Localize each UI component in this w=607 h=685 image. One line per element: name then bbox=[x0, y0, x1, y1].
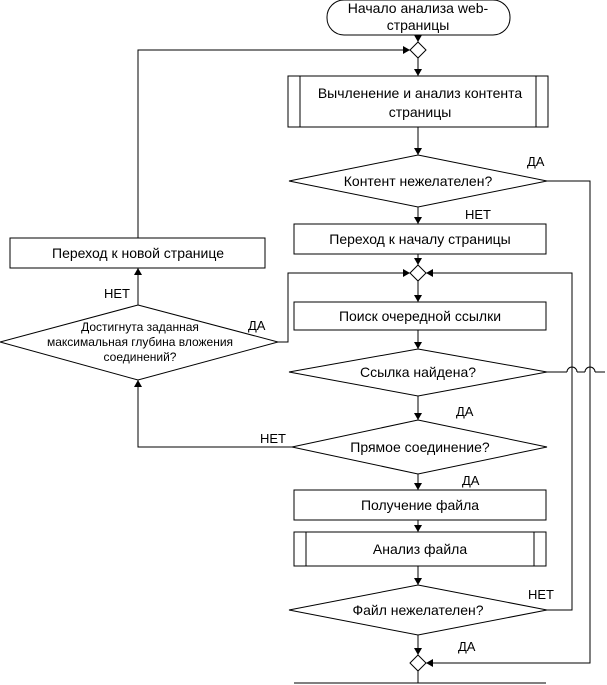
start-label-line1: Начало анализа web- bbox=[348, 0, 489, 16]
max-depth-label-line2: максимальная глубина вложения bbox=[47, 335, 233, 349]
content-unwanted-no-label: НЕТ bbox=[465, 207, 491, 222]
merge-node-middle bbox=[409, 264, 427, 282]
extract-content-process: Вычленение и анализ контента страницы bbox=[287, 75, 549, 128]
file-unwanted-no-label: НЕТ bbox=[528, 587, 554, 602]
arrowheads bbox=[134, 35, 433, 667]
content-unwanted-yes-label: ДА bbox=[527, 154, 545, 169]
extract-label-line2: страницы bbox=[389, 104, 452, 120]
file-unwanted-yes-label: ДА bbox=[458, 639, 476, 654]
max-depth-label-line1: Достигнута заданная bbox=[81, 320, 199, 334]
analyze-file-label: Анализ файла bbox=[373, 541, 467, 557]
direct-connection-label: Прямое соединение? bbox=[350, 439, 490, 455]
direct-connection-yes-label: ДА bbox=[462, 473, 480, 488]
merge-node-top bbox=[409, 41, 427, 59]
link-found-decision: Ссылка найдена? bbox=[288, 348, 548, 397]
analyze-file-process: Анализ файла bbox=[293, 531, 547, 567]
find-next-link-process: Поиск очередной ссылки bbox=[293, 301, 547, 331]
go-to-page-start-label: Переход к началу страницы bbox=[329, 231, 510, 247]
content-unwanted-label: Контент нежелателен? bbox=[344, 173, 493, 189]
file-unwanted-decision: Файл нежелателен? bbox=[288, 584, 548, 636]
max-depth-yes-label: ДА bbox=[248, 318, 266, 333]
extract-label-line1: Вычленение и анализ контента bbox=[318, 85, 523, 101]
edge-labels: ДА НЕТ ДА НЕТ ДА НЕТ ДА ДА НЕТ bbox=[104, 154, 554, 654]
link-found-yes-label: ДА bbox=[456, 404, 474, 419]
max-depth-decision: Достигнута заданная максимальная глубина… bbox=[0, 304, 280, 381]
start-label-line2: страницы bbox=[387, 17, 450, 33]
direct-connection-decision: Прямое соединение? bbox=[291, 419, 548, 475]
get-file-process: Получение файла bbox=[293, 489, 547, 521]
start-terminator: Начало анализа web- страницы bbox=[326, 0, 511, 36]
get-file-label: Получение файла bbox=[361, 497, 479, 513]
new-page-label: Переход к новой странице bbox=[52, 245, 224, 261]
link-found-label: Ссылка найдена? bbox=[360, 364, 476, 380]
max-depth-no-label: НЕТ bbox=[104, 286, 130, 301]
file-unwanted-label: Файл нежелателен? bbox=[352, 602, 483, 618]
max-depth-label-line3: соединений? bbox=[104, 350, 177, 364]
merge-node-bottom bbox=[409, 654, 427, 672]
content-unwanted-decision: Контент нежелателен? bbox=[288, 154, 548, 208]
new-page-process: Переход к новой странице bbox=[9, 237, 266, 269]
find-next-link-label: Поиск очередной ссылки bbox=[339, 308, 501, 324]
go-to-page-start-process: Переход к началу страницы bbox=[293, 223, 547, 255]
direct-connection-no-label: НЕТ bbox=[260, 431, 286, 446]
